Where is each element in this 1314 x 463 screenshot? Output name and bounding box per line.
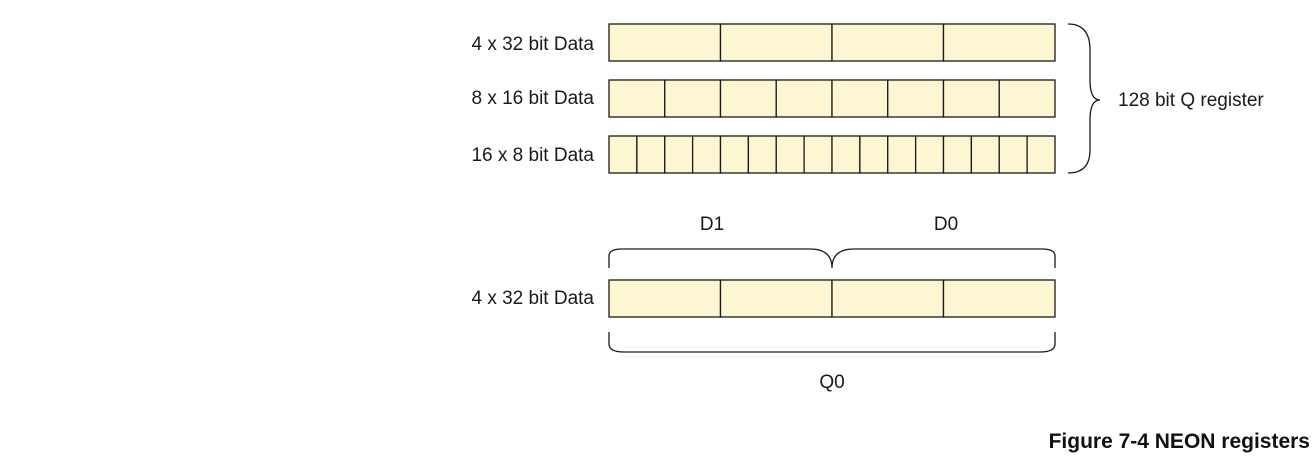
register-lane (887, 79, 945, 118)
register-lane (719, 79, 777, 118)
q-register-brace (1067, 23, 1101, 174)
register-lane (775, 79, 833, 118)
register-lane (859, 135, 889, 174)
register-lane (608, 135, 638, 174)
row-label-16x8: 16 x 8 bit Data (471, 145, 594, 166)
register-lane (719, 279, 833, 318)
register-lane (664, 135, 694, 174)
register-lane (831, 135, 861, 174)
d0-label: D0 (934, 214, 958, 235)
register-lane (942, 79, 1000, 118)
register-lane (998, 79, 1056, 118)
register-lane (608, 23, 722, 62)
q0-label: Q0 (819, 372, 844, 393)
register-lane (942, 279, 1056, 318)
register-lane (1026, 135, 1056, 174)
register-lane (831, 79, 889, 118)
row-label-4x32-top: 4 x 32 bit Data (471, 34, 594, 55)
register-lane (914, 135, 945, 174)
register-row-8x16 (608, 79, 1056, 118)
register-lane (970, 135, 1000, 174)
d1-label: D1 (700, 214, 724, 235)
register-lane (608, 279, 722, 318)
register-lane (775, 135, 805, 174)
register-lane (803, 135, 833, 174)
register-lane (636, 135, 666, 174)
register-lane (664, 79, 722, 118)
register-row-16x8 (608, 135, 1056, 174)
d-register-brace (608, 248, 1056, 269)
register-lane (719, 135, 750, 174)
register-lane (747, 135, 777, 174)
register-lane (691, 135, 722, 174)
figure-caption: Figure 7-4 NEON registers (1048, 430, 1310, 453)
q-register-label: 128 bit Q register (1118, 90, 1264, 111)
register-row-4x32-top (608, 23, 1056, 62)
row-label-8x16: 8 x 16 bit Data (471, 88, 594, 109)
register-lane (608, 79, 666, 118)
register-lane (831, 279, 945, 318)
register-lane (887, 135, 917, 174)
register-lane (998, 135, 1028, 174)
row-label-4x32-bottom: 4 x 32 bit Data (471, 288, 594, 309)
register-lane (942, 23, 1056, 62)
register-row-4x32-bottom (608, 279, 1056, 318)
register-lane (942, 135, 973, 174)
register-lane (831, 23, 945, 62)
register-lane (719, 23, 833, 62)
q0-register-brace (608, 332, 1056, 353)
